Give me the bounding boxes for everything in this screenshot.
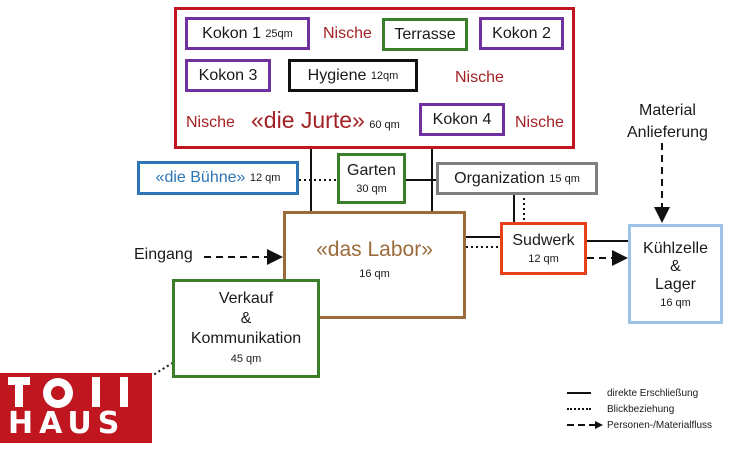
kuehlzelle-box: Kühlzelle & Lager 16 qm: [628, 224, 723, 324]
legend-label-dashed: Personen-/Materialfluss: [607, 419, 713, 431]
sudwerk-name: Sudwerk: [512, 232, 575, 249]
kokon4-box: Kokon 4: [419, 103, 505, 136]
logo-mark: [8, 377, 128, 408]
hygiene-name: Hygiene: [307, 66, 367, 84]
legend-swatch-solid: [567, 392, 591, 394]
organization-name: Organization: [454, 169, 545, 187]
kokon1-name: Kokon 1: [202, 24, 261, 42]
legend-item-solid: direkte Erschließung: [567, 385, 737, 401]
kuehlzelle-area: 16 qm: [660, 296, 691, 309]
nische-c: Nische: [186, 114, 235, 131]
jurte-name: «die Jurte»: [251, 107, 365, 133]
organization-area: 15 qm: [549, 172, 580, 185]
buehne-name: «die Bühne»: [155, 169, 246, 186]
sudwerk-box: Sudwerk 12 qm: [500, 222, 587, 275]
kuehlzelle-line1: Kühlzelle: [643, 239, 708, 257]
labor-area: 16 qm: [359, 268, 390, 280]
nische-a: Nische: [323, 25, 372, 42]
terrasse-box: Terrasse: [382, 18, 468, 51]
material-label: Material Anlieferung: [627, 100, 708, 144]
logo-text: HAUS: [8, 406, 126, 441]
legend-swatch-dotted: [567, 408, 591, 410]
legend-label-solid: direkte Erschließung: [607, 387, 699, 399]
legend: direkte Erschließung Blickbeziehung Pers…: [567, 385, 737, 433]
garten-box: Garten 30 qm: [337, 153, 406, 204]
legend-swatch-dashed: [567, 421, 603, 429]
legend-item-dotted: Blickbeziehung: [567, 401, 737, 417]
legend-item-dashed: Personen-/Materialfluss: [567, 417, 737, 433]
line-logo-verkauf: [149, 361, 175, 378]
garten-area: 30 qm: [356, 183, 387, 195]
verkauf-box: Verkauf & Kommunikation 45 qm: [172, 279, 320, 378]
buehne-area: 12 qm: [249, 172, 281, 184]
hygiene-area: 12qm: [370, 69, 399, 82]
verkauf-line3: Kommunikation: [190, 329, 302, 347]
hygiene-box: Hygiene 12qm: [288, 59, 418, 92]
material-line2: Anlieferung: [627, 124, 708, 141]
kokon1-area: 25qm: [265, 27, 293, 40]
eingang-label: Eingang: [134, 246, 193, 263]
jurte-area: 60 qm: [369, 119, 400, 131]
nische-d: Nische: [515, 114, 564, 131]
verkauf-line2: &: [240, 309, 252, 327]
labor-name: «das Labor»: [316, 238, 433, 261]
kuehlzelle-line2: &: [670, 257, 681, 275]
organization-box: Organization 15 qm: [436, 162, 598, 195]
verkauf-line1: Verkauf: [218, 289, 274, 307]
kuehlzelle-line3: Lager: [655, 275, 696, 293]
nische-b: Nische: [455, 69, 504, 86]
garten-name: Garten: [347, 162, 396, 179]
kokon1-box: Kokon 1 25qm: [185, 17, 310, 50]
jurte-label: «die Jurte» 60 qm: [251, 107, 400, 134]
kokon2-box: Kokon 2: [479, 17, 564, 50]
material-line1: Material: [639, 102, 696, 119]
verkauf-area: 45 qm: [230, 352, 262, 365]
sudwerk-area: 12 qm: [528, 253, 559, 265]
legend-label-dotted: Blickbeziehung: [607, 403, 675, 415]
kokon3-box: Kokon 3: [185, 59, 271, 92]
logo: HAUS: [0, 373, 152, 443]
buehne-box: «die Bühne» 12 qm: [137, 161, 299, 195]
